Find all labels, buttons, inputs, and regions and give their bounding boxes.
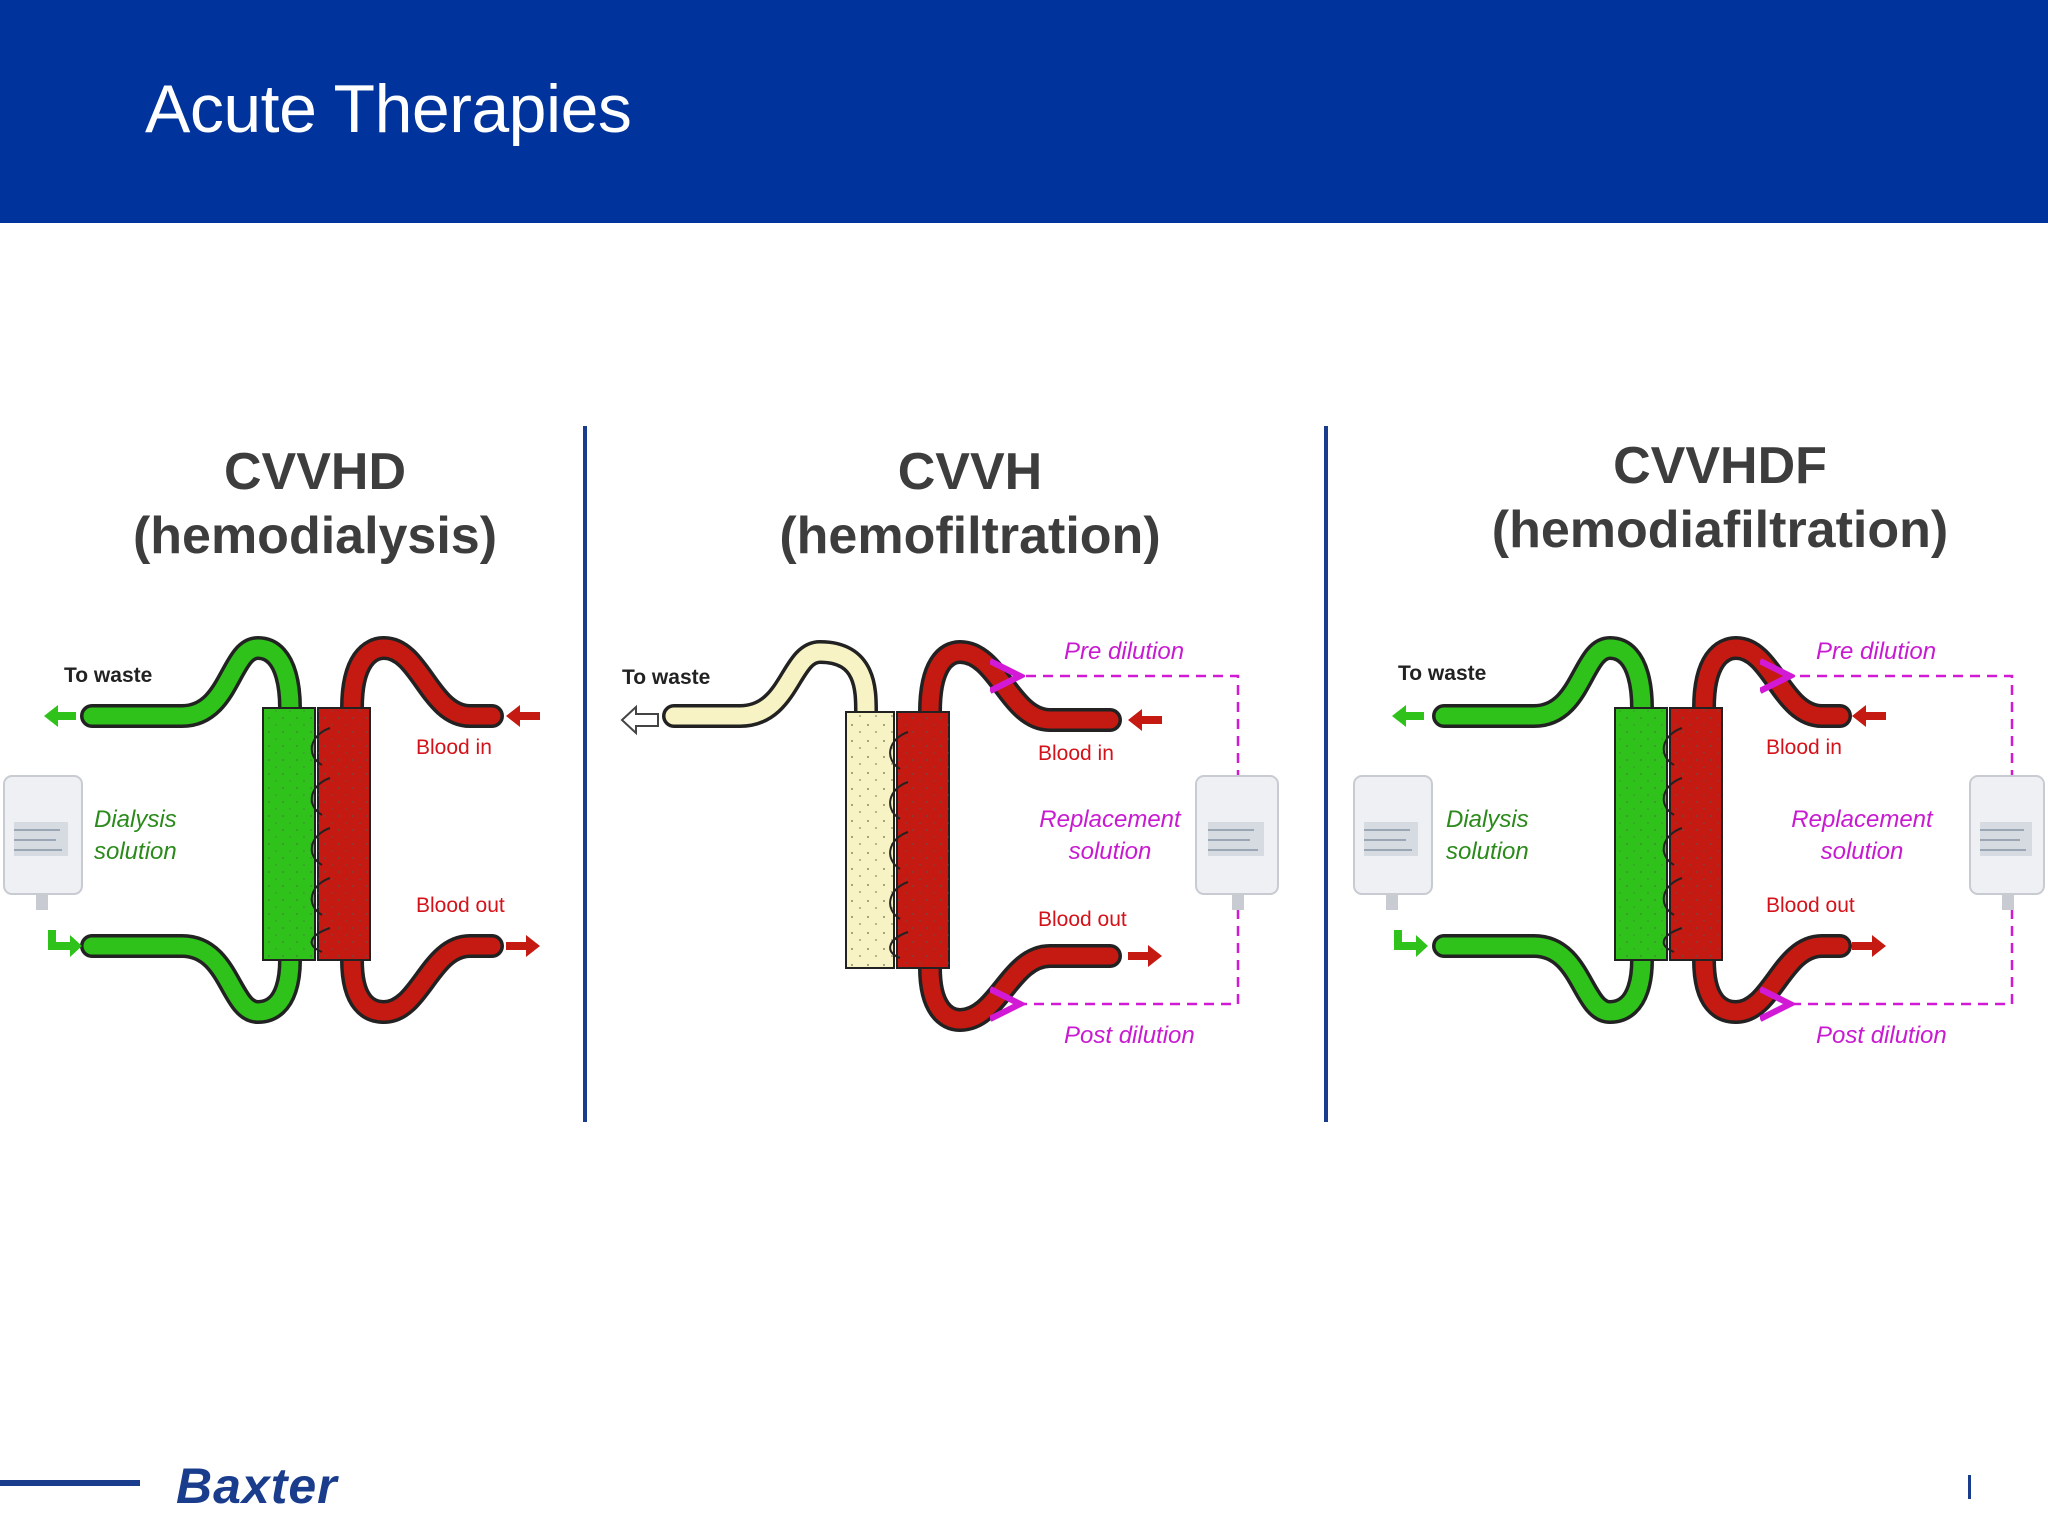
blood-tube-top: [1692, 635, 1852, 728]
label-blood-in: Blood in: [1766, 736, 1842, 759]
arrow-dialysate-in-icon: [48, 930, 82, 957]
label-blood-out: Blood out: [1766, 894, 1855, 917]
filtrate-tube: [662, 639, 878, 728]
replacement-bag-icon: [1195, 775, 1279, 910]
blood-tube-top: [340, 635, 504, 728]
label-replacement-solution: Replacement solution: [1039, 806, 1181, 865]
label-blood-out: Blood out: [1038, 908, 1127, 931]
dialysate-tube-top: [80, 635, 302, 728]
label-dialysis-solution: Dialysis solution: [1446, 806, 1529, 865]
page-marker: [1968, 1475, 1971, 1499]
cvvhd-diagram: [3, 635, 540, 1025]
footer-rule: [0, 1480, 140, 1486]
replacement-bag-icon: [1969, 775, 2045, 910]
pre-dilution-line: [1790, 676, 2014, 780]
label-blood-in: Blood in: [1038, 742, 1114, 765]
label-to-waste: To waste: [622, 666, 711, 689]
blood-tube-bottom: [918, 944, 1122, 1033]
blood-tube-top: [918, 639, 1122, 732]
label-post-dilution: Post dilution: [1816, 1022, 1947, 1049]
panel-title-main: CVVHDF: [1613, 437, 1827, 495]
arrow-to-waste-icon: [1392, 705, 1424, 727]
dialysis-bag-icon: [1353, 775, 1433, 910]
label-replacement-solution: Replacement solution: [1791, 806, 1933, 865]
panel-divider-left: [583, 426, 587, 1122]
panel-title-sub: (hemodiafiltration): [1491, 501, 1949, 559]
pre-dilution-line: [1020, 676, 1240, 780]
cvvh-diagram: [620, 639, 1279, 1033]
arrow-blood-in-icon: [1852, 705, 1886, 727]
panel-divider-right: [1324, 426, 1328, 1122]
panel-title-cvvh: CVVH (hemofiltration): [720, 440, 1220, 568]
panel-title-sub: (hemodialysis): [132, 507, 498, 565]
panel-title-main: CVVHD: [223, 443, 407, 501]
panel-title-main: CVVH: [897, 443, 1043, 501]
header-bar: Acute Therapies: [0, 0, 2048, 223]
arrow-dialysate-in-icon: [1394, 930, 1428, 957]
membrane-flux-arrows: [889, 731, 909, 959]
dialysate-tube-top: [1432, 635, 1654, 728]
post-dilution-line: [1790, 892, 2014, 1004]
panel-title-cvvhd: CVVHD (hemodialysis): [80, 440, 550, 568]
arrow-blood-in-icon: [506, 705, 540, 727]
blood-tube-bottom: [340, 934, 504, 1025]
arrow-blood-out-icon: [506, 935, 540, 957]
arrow-to-waste-icon: [44, 705, 76, 727]
membrane-flux-arrows: [310, 727, 331, 953]
label-to-waste: To waste: [64, 664, 153, 687]
dialysate-tube-bottom: [1432, 934, 1654, 1025]
dialysate-tube-bottom: [80, 934, 302, 1025]
label-to-waste: To waste: [1398, 662, 1487, 685]
page-title: Acute Therapies: [145, 71, 632, 147]
arrow-blood-in-icon: [1128, 709, 1162, 731]
label-pre-dilution: Pre dilution: [1816, 638, 1937, 665]
label-post-dilution: Post dilution: [1064, 1022, 1195, 1049]
panel-title-cvvhdf: CVVHDF (hemodiafiltration): [1420, 434, 2020, 562]
label-blood-in: Blood in: [416, 736, 492, 759]
arrow-blood-out-icon: [1128, 945, 1162, 967]
arrow-to-waste-icon: [620, 704, 659, 736]
membrane-flux-arrows: [1662, 727, 1683, 953]
baxter-logo: Baxter: [176, 1458, 338, 1514]
dialysis-bag-icon: [3, 775, 83, 910]
cvvhdf-diagram: [1353, 635, 2045, 1025]
label-blood-out: Blood out: [416, 894, 505, 917]
panel-title-sub: (hemofiltration): [779, 507, 1161, 565]
post-dilution-line: [1020, 892, 1240, 1004]
label-dialysis-solution: Dialysis solution: [94, 806, 177, 865]
arrow-blood-out-icon: [1852, 935, 1886, 957]
label-pre-dilution: Pre dilution: [1064, 638, 1185, 665]
blood-tube-bottom: [1692, 934, 1852, 1025]
